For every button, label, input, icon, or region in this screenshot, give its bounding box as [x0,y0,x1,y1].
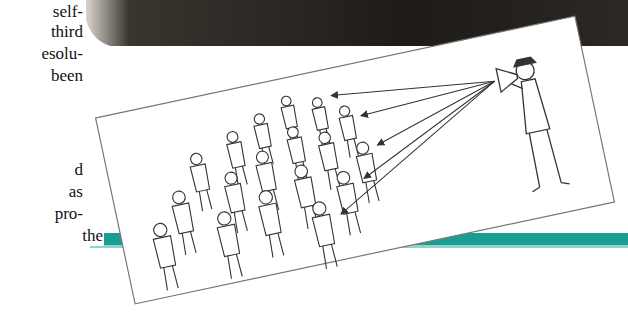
sound-arrows [316,62,515,214]
column-text: the [81,226,104,246]
column-text: been [50,66,84,86]
sound-arrow [331,62,495,115]
sound-arrow [350,81,509,178]
column-text: self- [52,2,84,22]
sound-arrow [321,81,515,214]
figure-head [336,170,351,185]
figure-body [295,177,317,208]
figure-body [319,143,339,171]
figure-body [281,105,298,129]
crowd-figure [309,200,340,269]
figure-legs [268,233,284,258]
figure-body [256,162,277,192]
figure-body [337,183,359,214]
crowd-figure [169,190,199,256]
figure-legs [198,190,211,211]
sketch-card [96,16,616,309]
figure-legs [227,254,243,279]
figure-head [294,164,309,179]
figure-head [152,222,168,238]
crowd-figure [150,222,181,291]
figure-body [339,115,357,140]
figure-head [339,105,351,117]
figure-body [287,137,306,164]
column-text: pro- [54,204,84,224]
figure-head [255,150,269,164]
figure-legs [181,231,196,255]
column-text: third [50,22,84,42]
figure-legs [346,212,361,236]
figure-body [356,153,377,183]
figure-body [312,107,329,131]
figure-head [216,211,232,227]
figure-body [227,142,246,169]
figure-head [286,126,299,139]
figure-body [217,224,240,257]
crowd-figure [310,97,333,147]
figure-body [190,164,210,192]
column-text: d [74,160,85,180]
figure-body [225,183,246,213]
column-text: esolu- [40,44,84,64]
figure-head [190,152,204,166]
figure-body [172,203,194,234]
figure-body [254,123,272,148]
crowd-figure [256,189,287,258]
figure-head [318,131,332,145]
figure-body [153,236,176,269]
crowd-figure [188,152,215,212]
figure-head [224,171,238,185]
column-text: as [68,182,84,202]
figure-head [356,141,370,155]
figure-head [281,95,292,106]
megaphone-man [495,55,569,194]
crowd-figure [214,210,245,279]
crowd-figure [252,113,276,167]
crowd-figure [253,150,281,213]
figure-head [258,190,274,206]
figure-head [312,97,323,108]
crowd [130,81,394,303]
crowd-figure [334,170,364,236]
crowd-figure [285,126,310,183]
figure-legs [322,244,338,269]
figure-head [311,201,327,217]
figure-head [226,131,239,144]
figure-head [253,113,265,125]
figure-legs [163,265,179,290]
card-frame [96,16,615,304]
crowd-figure [224,130,249,187]
figure-head [171,190,186,205]
crowd-figure [354,141,382,204]
figure-body [312,214,335,247]
figure-body [259,203,282,236]
sound-arrow [360,81,496,116]
